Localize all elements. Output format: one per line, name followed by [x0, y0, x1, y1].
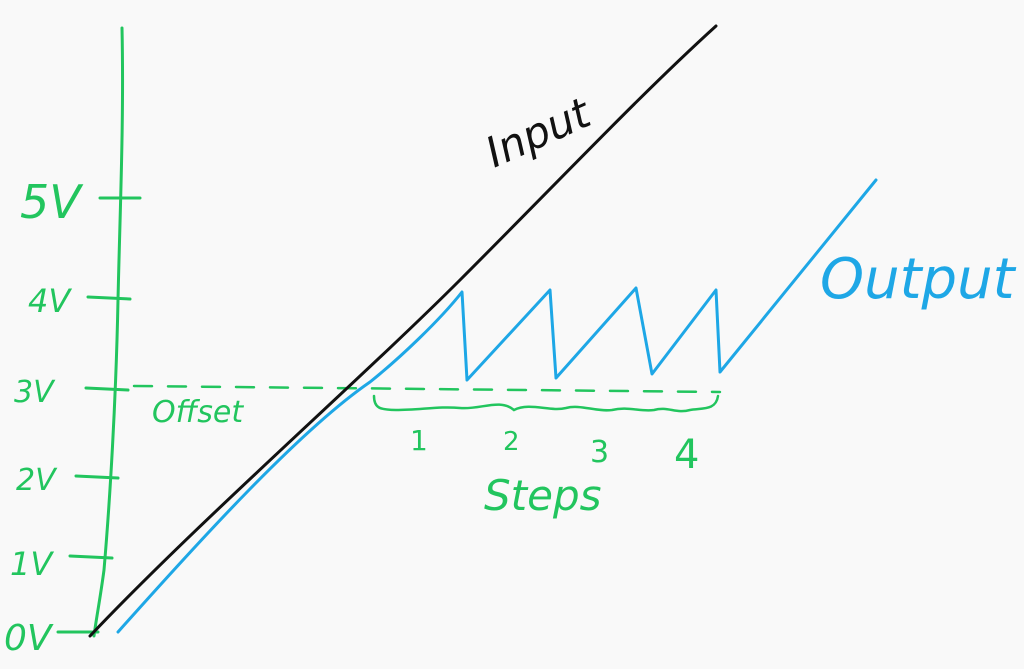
tick-label-1v: 1V [10, 545, 54, 583]
offset-dashed-line [132, 384, 722, 394]
input-label: Input [478, 88, 599, 178]
tick-label-2v: 2V [16, 463, 58, 498]
voltage-axis [92, 26, 125, 638]
output-line [116, 178, 878, 634]
steps-label: Steps [484, 471, 602, 520]
tick-1v [68, 554, 114, 560]
step-number-2: 2 [503, 427, 520, 457]
offset-label: Offset [152, 395, 244, 430]
input-line [88, 24, 718, 638]
steps-brace [372, 394, 720, 413]
tick-3v [84, 386, 130, 392]
tick-label-4v: 4V [28, 282, 72, 320]
tick-4v [86, 295, 132, 301]
step-number-1: 1 [410, 424, 428, 457]
tick-label-5v: 5V [20, 175, 84, 229]
step-number-4: 4 [674, 432, 699, 478]
tick-label-3v: 3V [14, 375, 56, 410]
tick-label-0v: 0V [4, 618, 54, 659]
output-label: Output [820, 247, 1017, 312]
tick-2v [74, 474, 120, 480]
step-number-3: 3 [590, 435, 609, 470]
